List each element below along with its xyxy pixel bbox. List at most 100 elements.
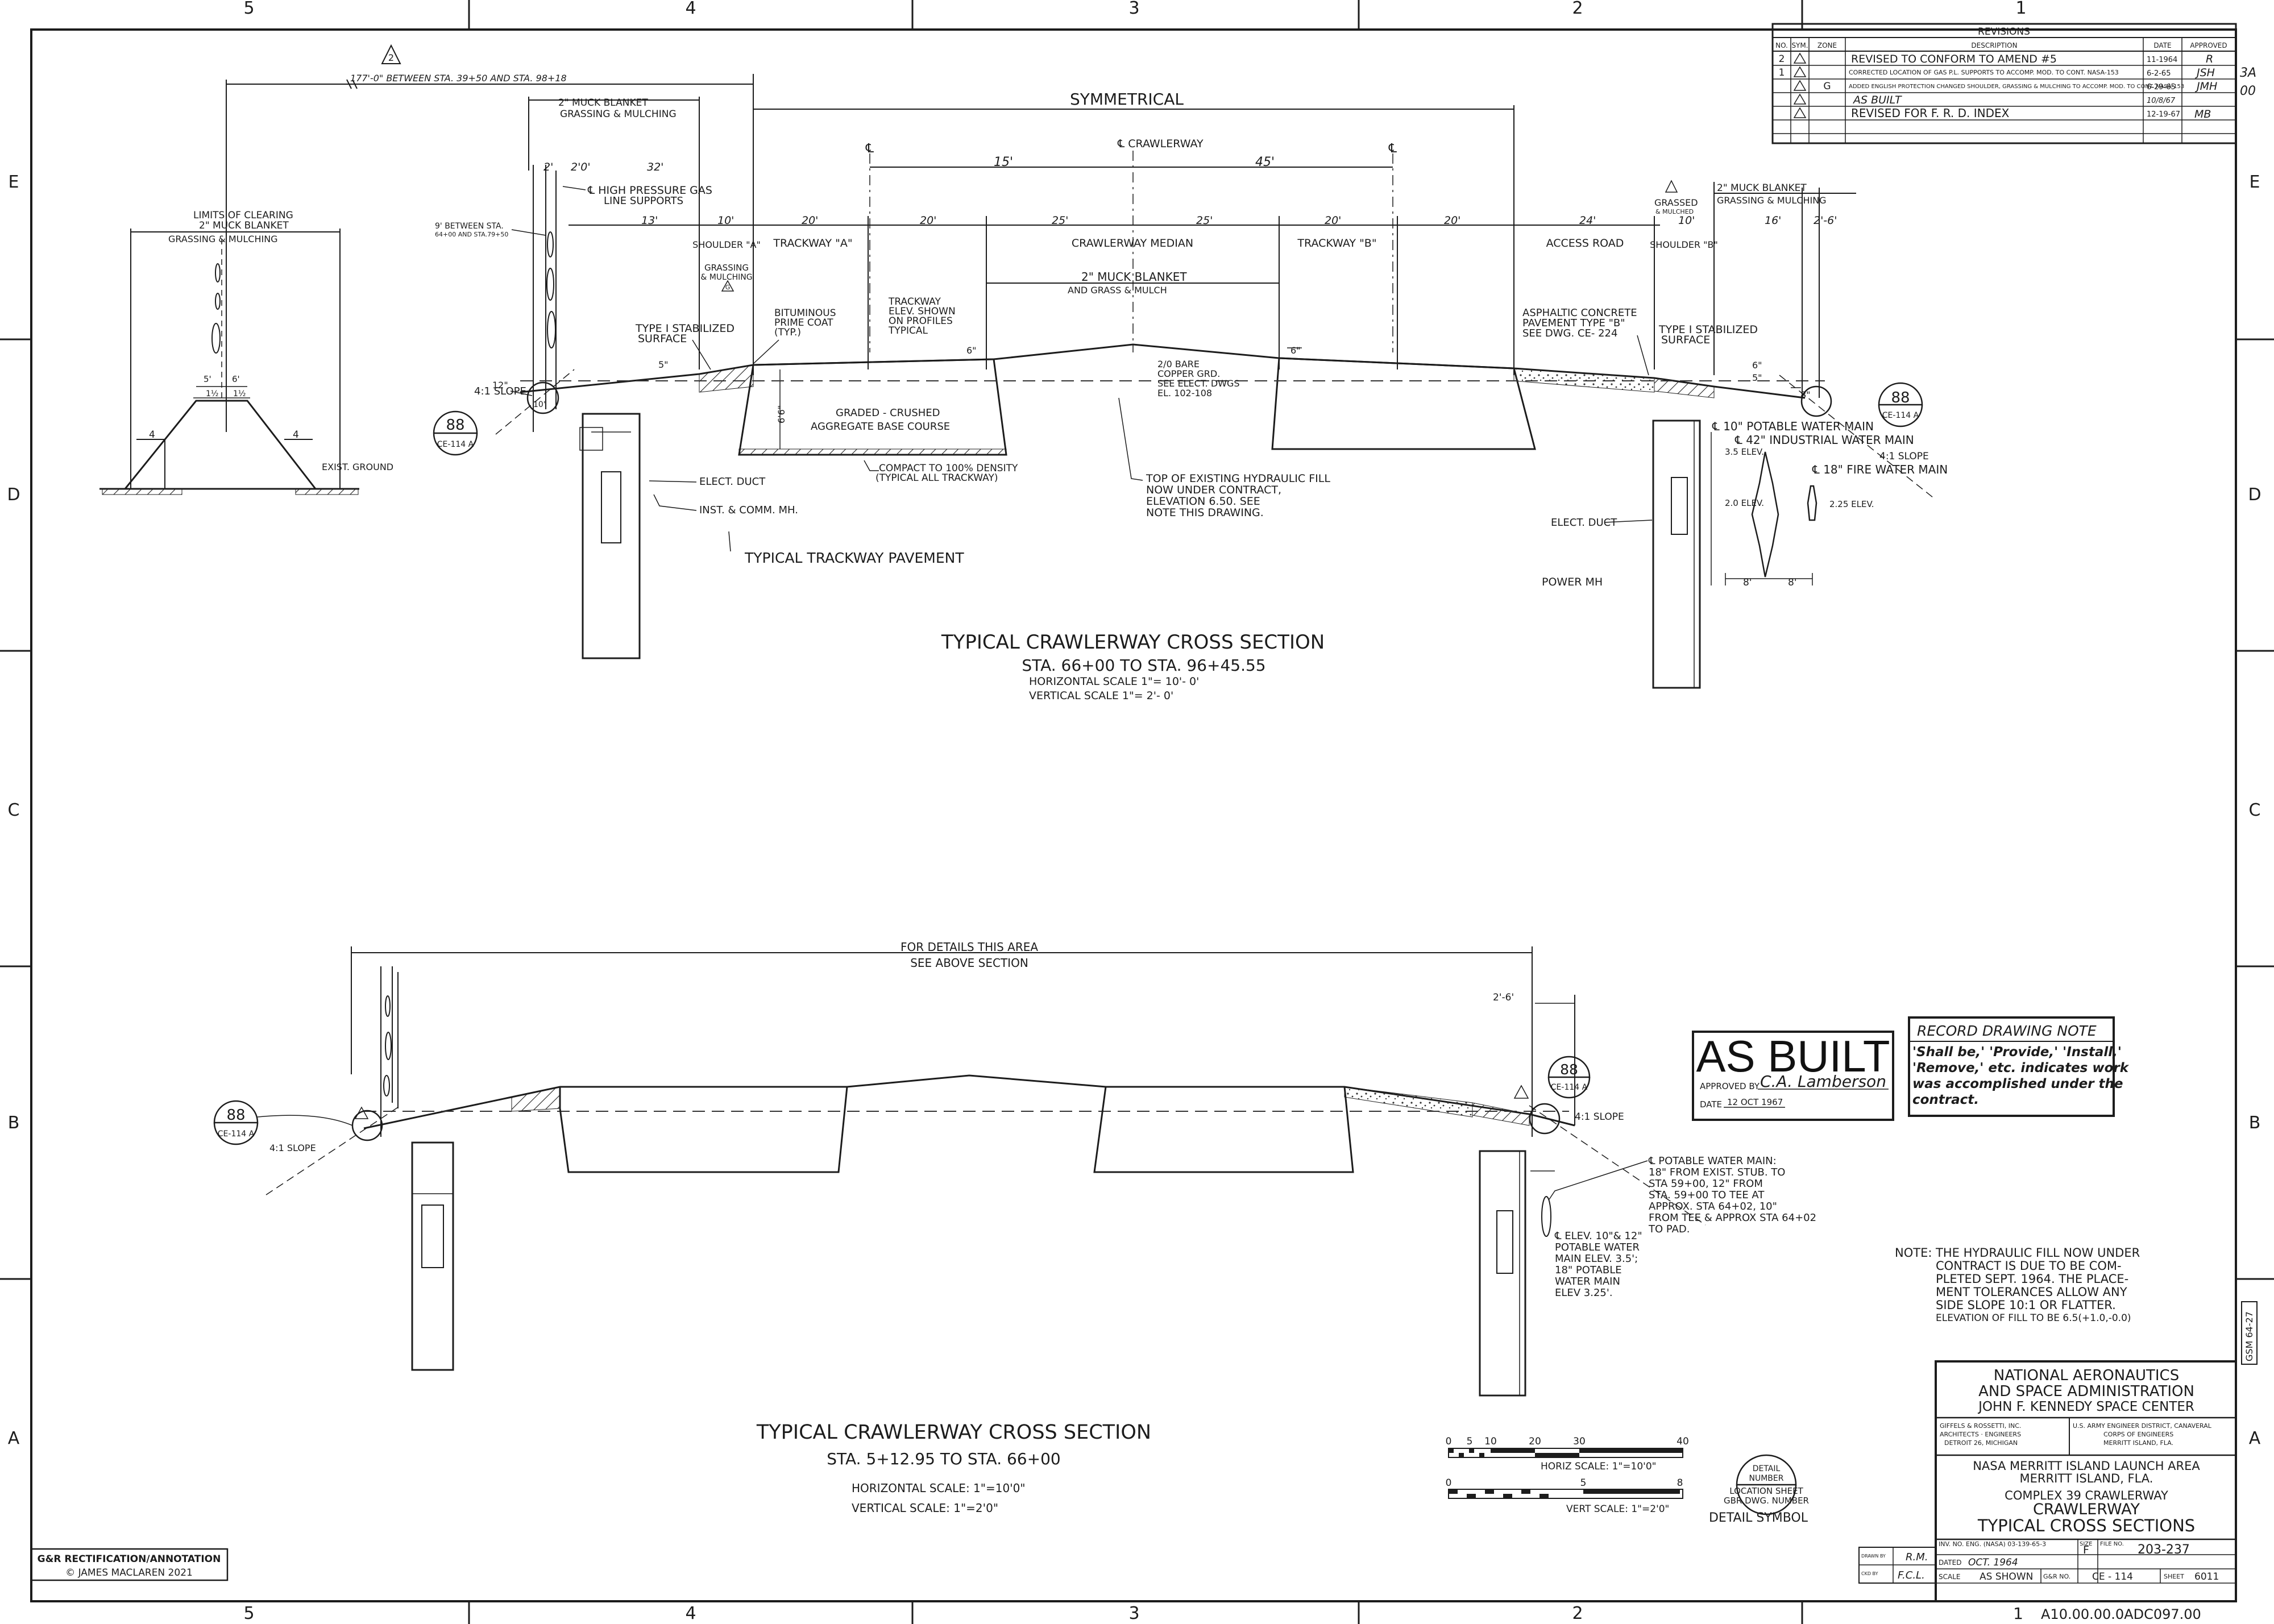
svg-text:G&R NO.: G&R NO. [2043, 1573, 2070, 1580]
grid-row-label: C [8, 800, 20, 820]
revision-approved: JMH [2194, 80, 2217, 93]
revision-date: 11-1964 [2147, 56, 2177, 64]
svg-text:TYPE I STABILIZED: TYPE I STABILIZED [635, 322, 735, 335]
grid-row-label: B [8, 1113, 20, 1133]
svg-text:8': 8' [1743, 577, 1752, 588]
revision-date: 12-19-67 [2147, 110, 2180, 119]
grid-row-label: A [8, 1428, 20, 1448]
gas-line-label: ℄ HIGH PRESSURE GAS [587, 184, 712, 197]
approver-signature: C.A. Lamberson [1760, 1072, 1886, 1091]
svg-text:GSM 64-27: GSM 64-27 [2244, 1311, 2255, 1361]
svg-text:8: 8 [1677, 1477, 1683, 1489]
svg-text:MENT TOLERANCES ALLOW ANY: MENT TOLERANCES ALLOW ANY [1936, 1285, 2127, 1299]
credit-box: G&R RECTIFICATION/ANNOTATION © JAMES MAC… [30, 1548, 229, 1581]
industrial-water-main-label: ℄ 42" INDUSTRIAL WATER MAIN [1734, 433, 1914, 447]
svg-text:TYPE I STABILIZED: TYPE I STABILIZED [1658, 323, 1758, 336]
svg-text:LIMITS OF CLEARING: LIMITS OF CLEARING [193, 210, 293, 221]
revision-description: CORRECTED LOCATION OF GAS P.L. SUPPORTS … [1849, 69, 2119, 76]
revisions-header: APPROVED [2190, 41, 2227, 49]
upper-cross-section: 2 177'-0" BETWEEN STA. 39+50 AND STA. 98… [99, 44, 1948, 702]
svg-text:'Remove,' etc. indicates work: 'Remove,' etc. indicates work [1912, 1061, 2130, 1075]
revision-approved: MB [2194, 108, 2211, 121]
svg-text:HORIZ SCALE: 1"=10'0": HORIZ SCALE: 1"=10'0" [1541, 1461, 1657, 1472]
svg-text:DATE: DATE [1700, 1099, 1722, 1110]
lower-section-title: TYPICAL CRAWLERWAY CROSS SECTION [756, 1421, 1151, 1444]
svg-text:DRAWN BY: DRAWN BY [1861, 1554, 1886, 1559]
svg-text:& MULCHING: & MULCHING [700, 273, 752, 282]
svg-text:CE-114 A: CE-114 A [1551, 1083, 1588, 1092]
svg-text:SHEET: SHEET [2164, 1573, 2184, 1580]
revisions-header: DATE [2153, 41, 2171, 49]
svg-text:STA. 59+00 TO TEE AT: STA. 59+00 TO TEE AT [1649, 1189, 1765, 1201]
svg-text:AND SPACE ADMINISTRATION: AND SPACE ADMINISTRATION [1978, 1383, 2194, 1400]
grid-col-label: 2 [1572, 1604, 1583, 1623]
svg-text:4:1 SLOPE: 4:1 SLOPE [269, 1143, 316, 1153]
svg-text:20': 20' [802, 214, 818, 227]
svg-text:PAVEMENT TYPE "B": PAVEMENT TYPE "B" [1522, 317, 1625, 329]
svg-text:4: 4 [293, 429, 299, 441]
grid-col-label: 2 [1572, 0, 1583, 18]
svg-text:G&R RECTIFICATION/ANNOTATION: G&R RECTIFICATION/ANNOTATION [38, 1554, 221, 1565]
svg-text:CE - 114: CE - 114 [2092, 1571, 2133, 1583]
page-mark: 1 [2013, 1604, 2023, 1623]
title-block: NATIONAL AERONAUTICS AND SPACE ADMINISTR… [1858, 1301, 2258, 1602]
svg-text:4:1 SLOPE: 4:1 SLOPE [1879, 451, 1929, 462]
svg-text:TRACKWAY: TRACKWAY [888, 296, 941, 308]
svg-text:2.25 ELEV.: 2.25 ELEV. [1829, 499, 1874, 509]
potable-water-main-label: ℄ 10" POTABLE WATER MAIN [1712, 420, 1874, 433]
svg-text:F: F [2083, 1544, 2089, 1556]
svg-text:VERTICAL SCALE 1"= 2'- 0': VERTICAL SCALE 1"= 2'- 0' [1029, 690, 1173, 702]
svg-text:2" MUCK BLANKET: 2" MUCK BLANKET [199, 220, 289, 231]
svg-text:64+00 AND STA.79+50: 64+00 AND STA.79+50 [435, 231, 508, 238]
lower-section-stations: STA. 5+12.95 TO STA. 66+00 [827, 1449, 1060, 1468]
svg-text:GBR DWG. NUMBER: GBR DWG. NUMBER [1724, 1496, 1809, 1506]
svg-text:GRASSING & MULCHING: GRASSING & MULCHING [1717, 195, 1827, 206]
svg-text:10': 10' [1678, 214, 1695, 227]
revision-description: REVISED FOR F. R. D. INDEX [1851, 106, 2010, 120]
grid-col-label: 5 [243, 1604, 254, 1623]
svg-text:SURFACE: SURFACE [1661, 334, 1710, 346]
grid-row-label: E [9, 172, 19, 192]
svg-text:0: 0 [1446, 1477, 1452, 1489]
grid-col-label: 5 [243, 0, 254, 18]
water-main-elevation-note: ℄ ELEV. 10"& 12" [1554, 1230, 1642, 1242]
svg-text:FILE NO.: FILE NO. [2100, 1541, 2124, 1547]
svg-text:CONTRACT IS DUE TO BE COM-: CONTRACT IS DUE TO BE COM- [1936, 1259, 2122, 1273]
existing-ground-label: EXIST. GROUND [322, 462, 393, 472]
clearing-limits-detail: LIMITS OF CLEARING 2" MUCK BLANKET GRASS… [99, 210, 393, 495]
muck-blanket-right: 2" MUCK BLANKET [1717, 182, 1807, 194]
svg-text:4: 4 [149, 429, 155, 441]
svg-text:CE-114 A: CE-114 A [218, 1129, 255, 1139]
svg-text:WATER MAIN: WATER MAIN [1555, 1276, 1620, 1287]
svg-text:20': 20' [1444, 214, 1460, 227]
svg-text:16': 16' [1765, 214, 1781, 227]
svg-text:6": 6" [1290, 345, 1301, 356]
detail-symbol-caption: DETAIL SYMBOL [1709, 1511, 1808, 1525]
svg-text:POTABLE WATER: POTABLE WATER [1555, 1241, 1640, 1253]
grid-col-label: 4 [685, 1604, 696, 1623]
svg-text:SEE ABOVE SECTION: SEE ABOVE SECTION [910, 956, 1028, 970]
grid-col-label: 3 [1128, 0, 1139, 18]
svg-text:contract.: contract. [1912, 1093, 1979, 1107]
shoulder-a-label: SHOULDER "A" [692, 239, 761, 250]
svg-text:DETAIL: DETAIL [1753, 1464, 1781, 1473]
svg-text:12": 12" [492, 380, 508, 391]
svg-text:40: 40 [1677, 1436, 1689, 1447]
svg-text:COMPACT TO 100% DENSITY: COMPACT TO 100% DENSITY [879, 463, 1018, 474]
grid-col-label: 1 [2015, 0, 2026, 18]
svg-text:5: 5 [1467, 1436, 1473, 1447]
svg-text:1½: 1½ [233, 389, 246, 398]
svg-text:4:1 SLOPE: 4:1 SLOPE [1575, 1111, 1624, 1123]
file-number: 203-237 [2138, 1543, 2190, 1557]
svg-text:NOW UNDER CONTRACT,: NOW UNDER CONTRACT, [1146, 484, 1281, 496]
revision-no: 1 [1779, 67, 1785, 78]
svg-text:CE-114 A: CE-114 A [437, 440, 474, 449]
detail-callout-number: 88 [1560, 1061, 1578, 1078]
svg-text:APPROX. STA 64+02, 10": APPROX. STA 64+02, 10" [1649, 1201, 1777, 1212]
svg-text:NOTE:: NOTE: [1895, 1246, 1932, 1260]
svg-text:ASPHALTIC CONCRETE: ASPHALTIC CONCRETE [1522, 307, 1637, 319]
svg-text:'Shall be,' 'Provide,' 'Instal: 'Shall be,' 'Provide,' 'Install,' [1912, 1045, 2122, 1060]
grid-row-label: D [2248, 485, 2261, 505]
detail-callout-number: 88 [446, 417, 464, 434]
